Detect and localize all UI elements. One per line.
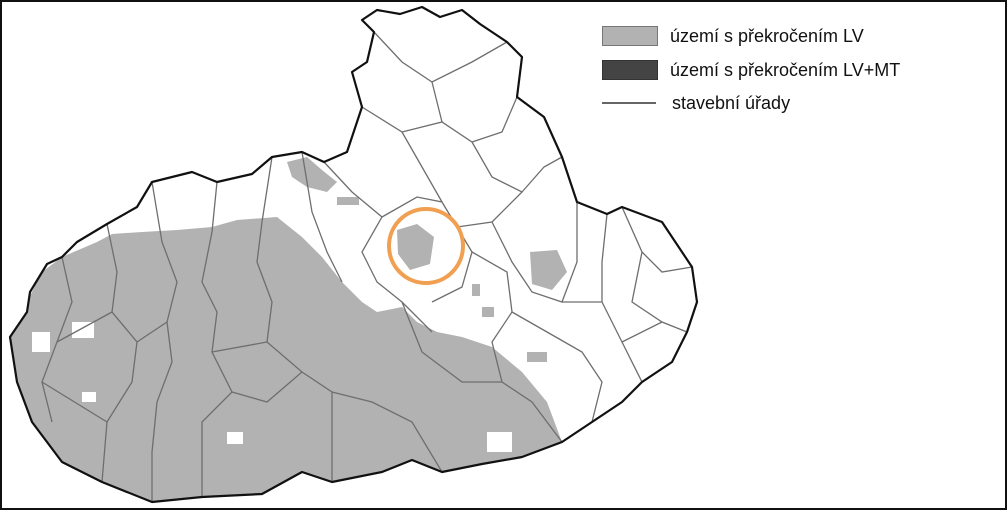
legend-label: stavební úřady — [672, 92, 791, 113]
legend-item-building-offices: stavební úřady — [602, 91, 790, 115]
exceedance-area-east — [530, 250, 567, 290]
region-outline — [8, 5, 699, 504]
legend-swatch-dark — [602, 60, 658, 80]
legend-label: území s překročením LV — [670, 25, 864, 46]
exceedance-cell — [527, 352, 547, 362]
administrative-boundaries — [41, 31, 693, 502]
legend-swatch-light — [602, 26, 658, 46]
gap-cell — [227, 432, 243, 444]
gap-cell — [32, 332, 50, 352]
legend-item-exceedance-lv-mt: území s překročením LV+MT — [602, 58, 900, 82]
exceedance-area-northwest — [287, 157, 337, 192]
highlight-circle — [387, 207, 465, 285]
legend-label: území s překročením LV+MT — [670, 59, 901, 80]
gap-cell — [72, 322, 94, 338]
legend-item-exceedance-lv: území s překročením LV — [602, 24, 864, 48]
gap-cell — [487, 432, 512, 452]
legend-line-symbol — [602, 93, 660, 113]
gap-cell — [82, 392, 96, 402]
exceedance-cell — [472, 284, 480, 296]
exceedance-area-center — [397, 224, 434, 270]
exceedance-cell — [482, 307, 494, 317]
exceedance-cell — [337, 197, 359, 205]
exceedance-area-west — [10, 217, 562, 502]
